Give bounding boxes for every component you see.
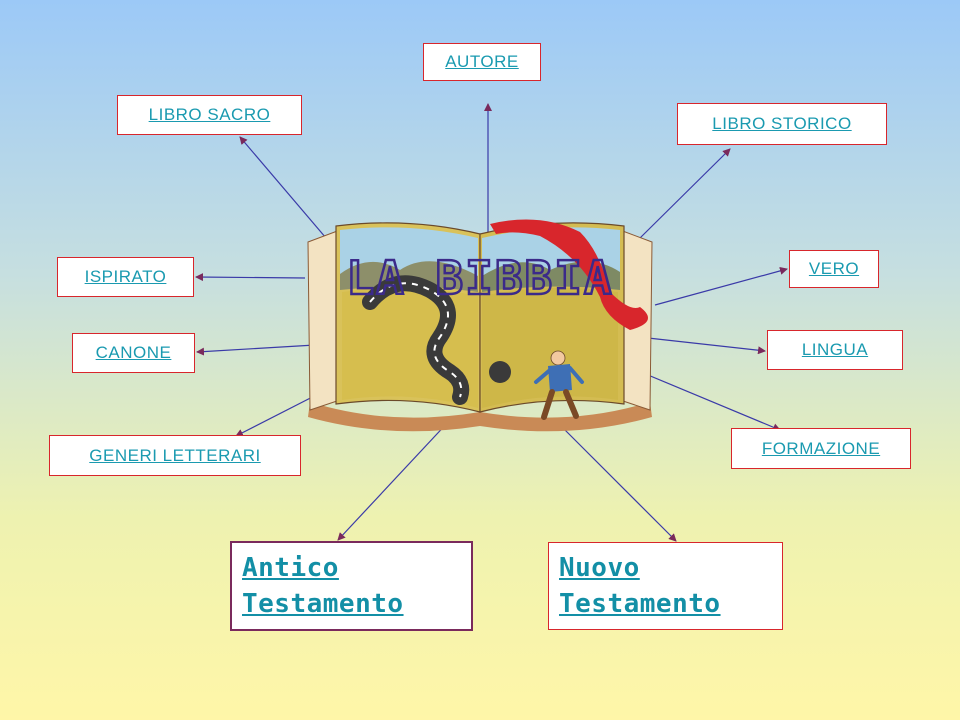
generi-letterari-box: GENERI LETTERARI [49,435,301,476]
antico-testamento-link[interactable]: Antico Testamento [242,553,404,619]
arrow-vero [654,266,788,306]
arrow-lingua [647,337,766,355]
libro-sacro-link[interactable]: LIBRO SACRO [148,105,271,124]
nuovo-testamento-link[interactable]: Nuovo Testamento [559,553,721,619]
formazione-link[interactable]: FORMAZIONE [761,438,881,458]
arrow-formazione [647,374,781,431]
libro-storico-link[interactable]: LIBRO STORICO [712,114,852,133]
canone-link[interactable]: CANONE [95,343,172,362]
open-book-illustration: LA BIBBIA [307,219,653,432]
book-base [308,402,652,432]
ribbon-bookmark [490,219,648,330]
autore-link[interactable]: AUTORE [445,52,519,71]
arrow-nuovo [559,424,677,542]
arrow-ispirato [195,273,306,282]
lingua-link[interactable]: LINGUA [801,340,869,359]
vero-link[interactable]: VERO [808,259,860,278]
antico-testamento-box: Antico Testamento [230,541,473,631]
arrow-libro-storico [639,148,731,239]
nuovo-testamento-box: Nuovo Testamento [548,542,783,630]
ispirato-link[interactable]: ISPIRATO [84,267,167,286]
ispirato-box: ISPIRATO [57,257,194,297]
formazione-box: FORMAZIONE [731,428,911,469]
book-left-block [307,229,341,411]
libro-sacro-box: LIBRO SACRO [117,95,302,135]
book-title: LA BIBBIA [346,251,613,305]
libro-storico-box: LIBRO STORICO [677,103,887,145]
canone-box: CANONE [72,333,195,373]
arrow-libro-sacro [239,136,327,239]
question-mark-dot [489,361,511,383]
vero-box: VERO [789,250,879,288]
lingua-box: LINGUA [767,330,903,370]
autore-box: AUTORE [423,43,541,81]
walking-person-icon [534,350,584,420]
arrow-antico [337,419,451,541]
generi-letterari-link[interactable]: GENERI LETTERARI [89,445,261,465]
arrow-canone [196,344,316,356]
